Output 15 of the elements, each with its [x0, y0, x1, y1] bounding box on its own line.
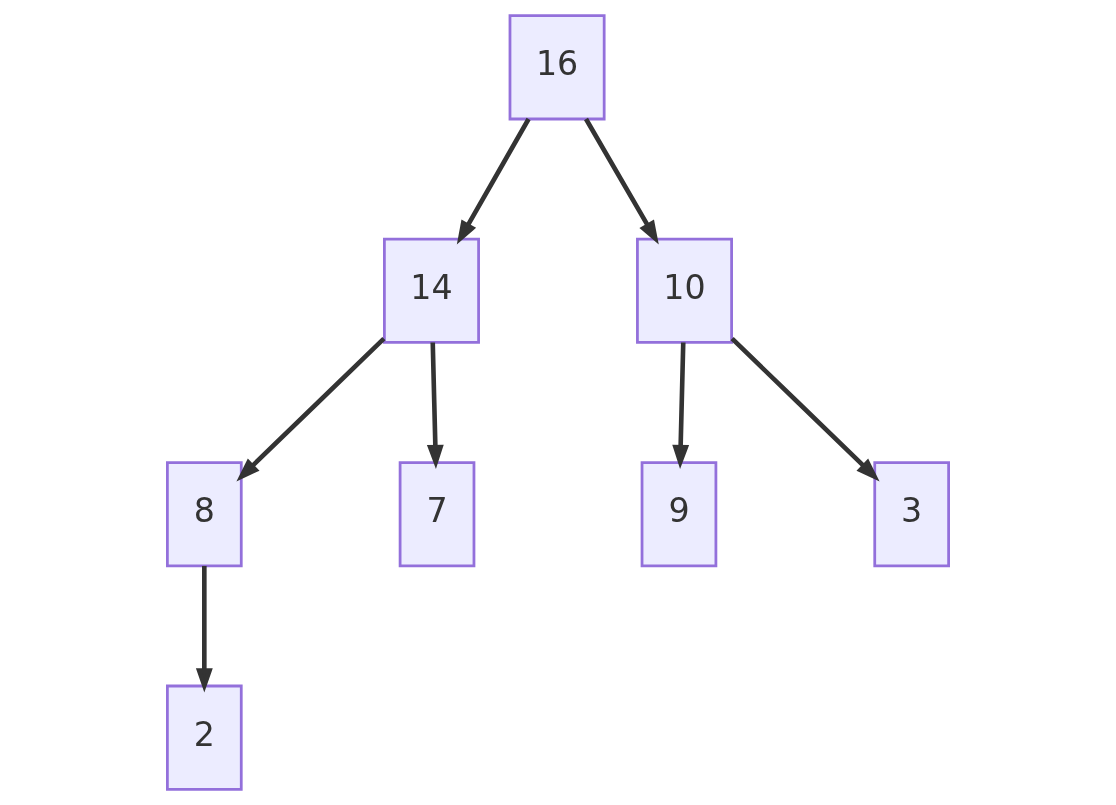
arrow [195, 565, 213, 693]
arrow [426, 342, 444, 469]
node-box: 7 [398, 461, 476, 568]
arrow [236, 337, 386, 482]
node-box: 10 [636, 237, 733, 344]
node-box: 9 [640, 461, 718, 568]
arrow [584, 117, 659, 245]
node-box: 3 [873, 461, 950, 568]
arrow [456, 117, 531, 245]
node-box: 14 [383, 237, 480, 344]
arrow [672, 342, 690, 469]
node-box: 16 [508, 14, 606, 121]
arrow [730, 337, 880, 482]
node-box: 8 [166, 461, 243, 568]
node-box: 2 [166, 684, 243, 791]
